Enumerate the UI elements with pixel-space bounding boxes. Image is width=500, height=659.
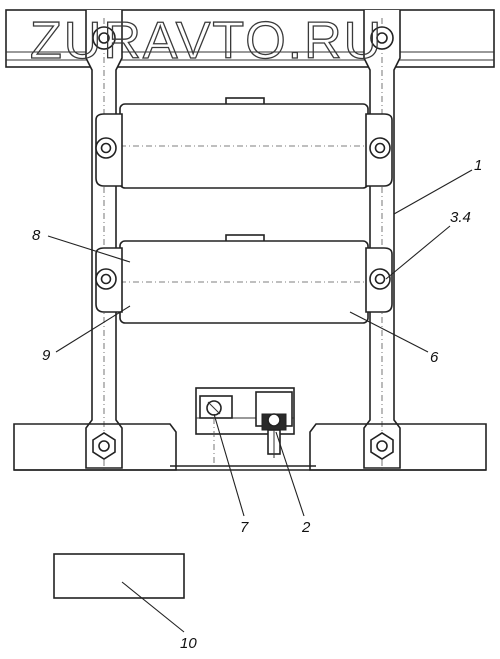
upper-battery xyxy=(119,97,369,189)
callout-9: 9 xyxy=(42,347,51,364)
callout-2: 2 xyxy=(301,519,311,536)
callout-10: 10 xyxy=(180,635,197,652)
watermark: ZURAVTO.RU xyxy=(30,12,383,70)
right-lower-clamp xyxy=(365,247,393,313)
left-upper-clamp xyxy=(95,113,123,187)
bottom-frame-rail xyxy=(13,423,487,471)
callout-3-4: 3.4 xyxy=(450,209,471,226)
bottom-left-bolt xyxy=(92,432,116,460)
bottom-right-bolt xyxy=(370,432,394,460)
callout-1: 1 xyxy=(474,157,482,174)
right-upper-clamp xyxy=(365,113,393,187)
top-right-bolt xyxy=(370,26,394,50)
terminal-box xyxy=(195,387,295,466)
left-bracket xyxy=(85,10,123,470)
callout-8: 8 xyxy=(32,227,41,244)
top-left-bolt xyxy=(92,26,116,50)
left-lower-clamp xyxy=(95,247,123,313)
right-bracket xyxy=(363,10,401,470)
callout-7: 7 xyxy=(240,519,249,536)
callout-6: 6 xyxy=(430,349,439,366)
leader-lines xyxy=(47,169,473,633)
part-10-box xyxy=(53,553,185,599)
lower-battery xyxy=(119,234,369,324)
